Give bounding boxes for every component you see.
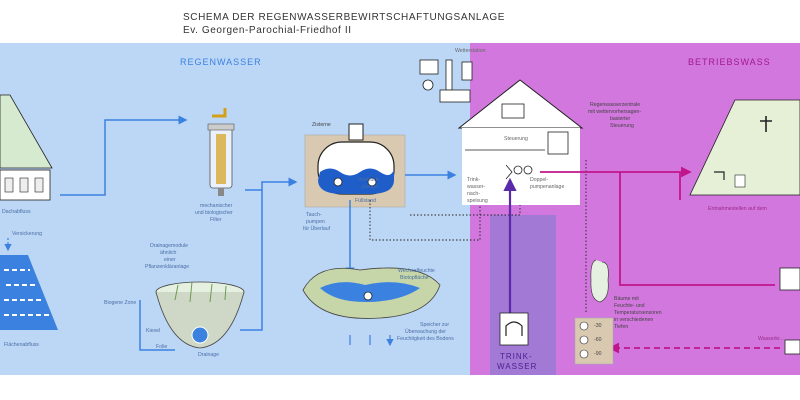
label-tauch-1: Tauch- (306, 212, 322, 218)
biotop-area (302, 267, 441, 345)
label-baeume-3: Temperatursensoren (614, 310, 662, 316)
label-doppel-1: Doppel- (530, 177, 549, 183)
label-kiesel: Kiesel (146, 328, 161, 334)
section-betriebswasser: BETRIEBSWASS (688, 57, 771, 67)
label-doppel-2: pumpenanlage (530, 184, 565, 190)
label-filter-3: Filter (210, 217, 222, 223)
control-house (457, 79, 584, 205)
cistern (304, 123, 406, 208)
label-vordruck-1: Vordruck- (358, 177, 381, 183)
label-tauch-3: für Überlauf (303, 226, 331, 232)
label-depth-60: -60 (594, 337, 602, 343)
right-return-pipes (779, 267, 800, 355)
diagram-subtitle: Ev. Georgen-Parochial-Friedhof II (183, 25, 352, 36)
label-wechselfeucht-2: Biotopfläche (400, 275, 429, 281)
service-water-flows (540, 166, 780, 354)
section-trinkwasser-2: WASSER (497, 362, 538, 371)
label-wetterstation: Wetterstation (455, 48, 486, 54)
rainwater-flows (60, 115, 457, 351)
label-baeume-1: Bäume mit (614, 296, 639, 302)
filter-unit (207, 108, 235, 196)
label-speicher-1: Speicher zur (420, 322, 450, 328)
label-dachabfluss: Dachabfluss (2, 209, 31, 215)
label-nachspeisung-3: nach- (467, 191, 480, 197)
label-depth-90: -90 (594, 351, 602, 357)
label-zentrale-4: Steuerung (610, 123, 634, 129)
label-filter-1: mechanischer (200, 203, 233, 209)
label-filter-2: und biologischer (195, 210, 233, 216)
label-fuellstand: Füllstand (355, 198, 377, 204)
label-entnahme: Entnahmestellen auf dem (708, 206, 767, 212)
label-biogene-zone: Biogene Zone (104, 300, 137, 306)
plant-filter-basin (155, 281, 245, 349)
label-pflanzen-3: einer (164, 257, 176, 263)
label-speicher-3: Feuchtigkeit des Bodens (397, 336, 454, 342)
section-trinkwasser-1: TRINK- (500, 352, 533, 361)
label-zentrale-2: mit wettervorhersagen- (588, 109, 642, 115)
label-baeume-4: in verschiedenen (614, 317, 654, 323)
label-steuerung: Steuerung (504, 136, 528, 142)
label-baeume-5: Tiefen (614, 324, 629, 330)
trinkwasser-zone (490, 215, 556, 375)
label-versickerung-1: Versickerung (12, 231, 42, 237)
label-zentrale-3: basierter (610, 116, 631, 122)
label-nachspeisung-2: wasser- (467, 184, 486, 190)
label-zentrale-1: Regenwasserzentrale (590, 102, 641, 108)
weather-station (419, 59, 473, 103)
potable-water-line (499, 177, 529, 346)
label-wasserkreislauf: Wasserkr... (758, 336, 784, 342)
label-nachspeisung-4: speisung (467, 198, 488, 204)
label-folie: Folie (156, 344, 168, 350)
section-regenwasser: REGENWASSER (180, 57, 262, 67)
control-lines (369, 160, 587, 312)
label-speicher-2: Überwachung der (405, 329, 446, 335)
label-wechselfeucht-1: Wechselfeuchte (398, 268, 435, 274)
tree-sensors (574, 259, 614, 365)
label-tauch-2: pumpen (306, 219, 325, 225)
label-zisterne: Zisterne (312, 122, 331, 128)
label-pflanzen-1: Drainagemodule (150, 243, 189, 249)
diagram-title: SCHEMA DER REGENWASSERBEWIRTSCHAFTUNGSAN… (183, 12, 506, 23)
label-baeume-2: Feuchte- und (614, 303, 645, 309)
label-versickerung-2: Flächenabfluss (4, 342, 39, 348)
label-vordruck-2: pumpe (362, 184, 378, 190)
label-depth-30: -30 (594, 323, 602, 329)
roof-building (0, 94, 53, 201)
cemetery-field (689, 99, 800, 196)
label-pflanzen-4: Pflanzenkläranlage (145, 264, 190, 270)
label-drainage: Drainage (198, 352, 220, 358)
label-pflanzen-2: ähnlich (160, 250, 177, 256)
label-nachspeisung-1: Trink- (467, 177, 481, 183)
flaechenabfluss-surface (0, 238, 58, 330)
